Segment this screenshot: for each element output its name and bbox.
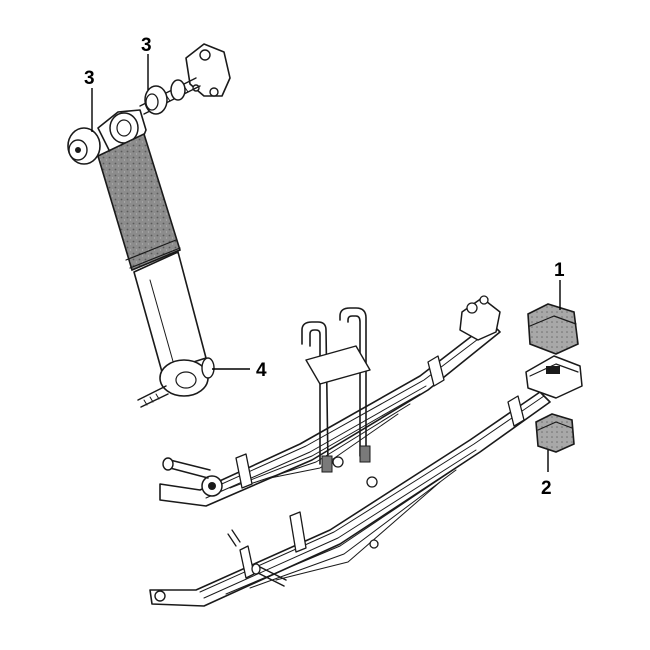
shock-body	[97, 132, 181, 272]
upper-mount-bracket	[185, 43, 231, 97]
spring-seat-bracket	[525, 355, 583, 399]
callout-3-top: 3	[141, 35, 152, 56]
shock-absorber	[67, 43, 231, 408]
callout-3-left: 3	[84, 68, 95, 89]
upper-eye-housing	[97, 109, 147, 157]
callout-2: 2	[541, 478, 552, 499]
callout-4: 4	[256, 360, 267, 381]
upper-leaf-spring	[159, 295, 501, 507]
u-bolts	[301, 307, 371, 473]
bump-stop-small	[535, 413, 575, 453]
upper-bush-pair	[144, 79, 186, 115]
shock-lower-tube	[133, 251, 207, 373]
callout-labels: 1 2 3 3 4	[84, 35, 565, 499]
lower-eye	[137, 357, 215, 408]
lower-leaf-spring	[149, 391, 551, 607]
callout-1: 1	[554, 260, 565, 281]
side-bush	[67, 127, 101, 165]
bump-stop-large	[527, 303, 579, 355]
callout-leaders	[91, 54, 561, 472]
